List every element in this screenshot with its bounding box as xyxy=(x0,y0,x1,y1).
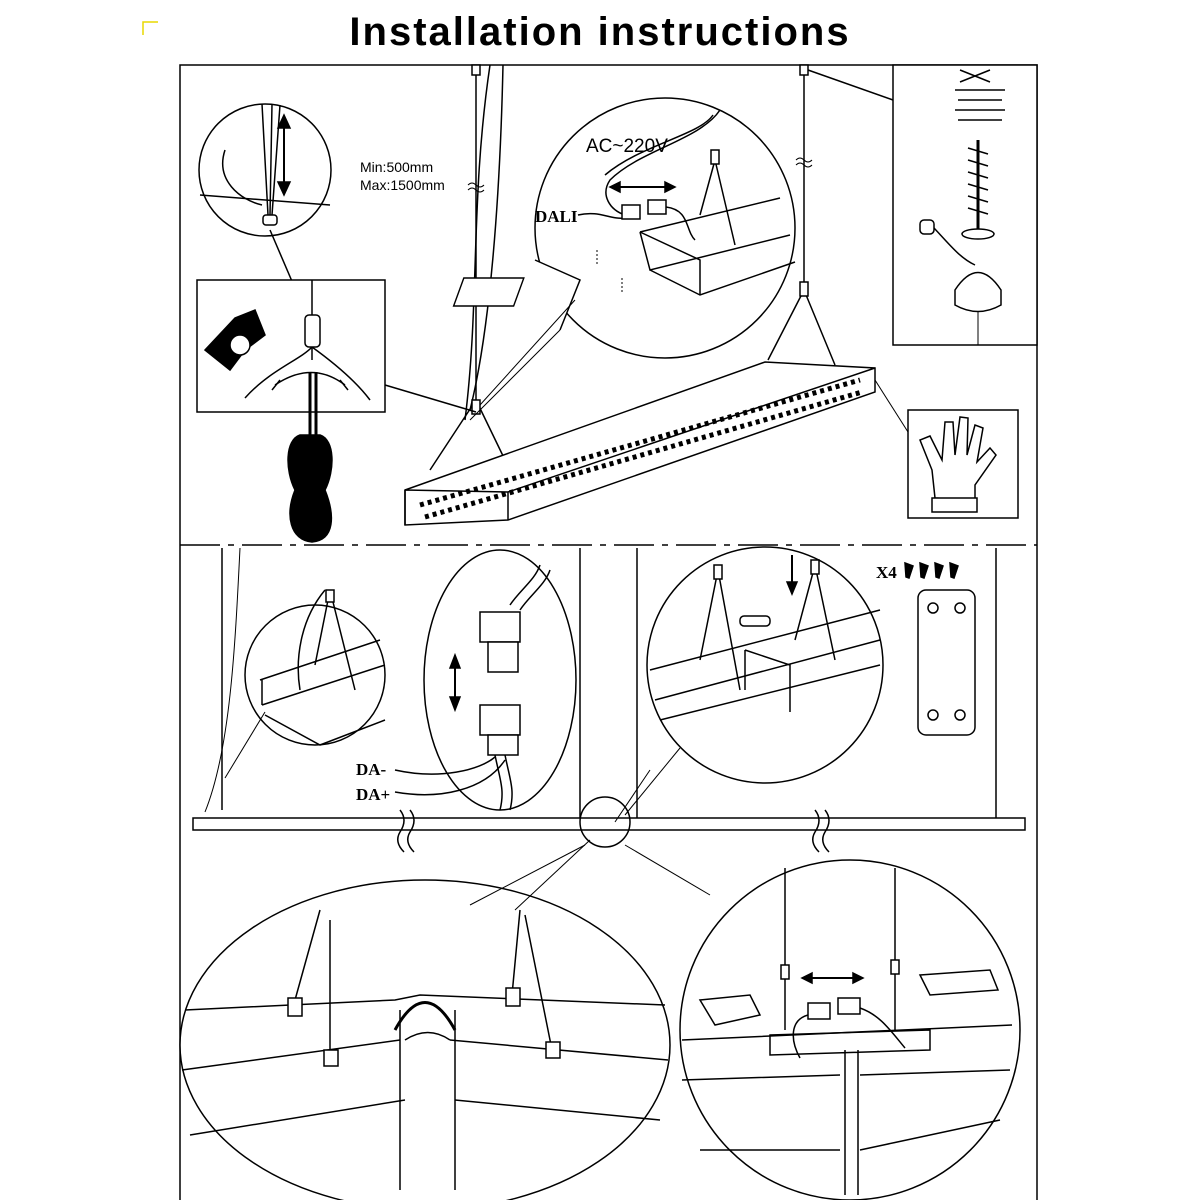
screwdriver-icon xyxy=(287,434,333,543)
connector-icon xyxy=(837,997,861,1015)
screw-kit: X4 xyxy=(876,561,976,736)
joining-plate-icon xyxy=(917,589,976,736)
cover-plate xyxy=(698,994,762,1026)
screw-icon xyxy=(904,561,959,579)
page-title: Installation instructions xyxy=(349,10,851,54)
power-label: AC~220V xyxy=(586,136,668,157)
suspension-step: Min:500mm Max:1500mm xyxy=(360,64,876,526)
joining-step xyxy=(192,547,1026,853)
joint-closeup-left xyxy=(179,839,671,1200)
luminaire-fixture xyxy=(404,361,876,526)
connector-icon xyxy=(807,1002,831,1020)
joint-highlight xyxy=(579,796,631,848)
joint-closeup-right xyxy=(624,844,1021,1200)
fixture-end-detail xyxy=(224,589,386,779)
cover-plate xyxy=(452,277,525,307)
joining-plate-detail xyxy=(614,546,884,823)
corner-mark xyxy=(142,21,158,35)
glove-detail xyxy=(874,379,1019,519)
glove-icon xyxy=(919,416,997,501)
dali-label: DALI xyxy=(535,207,578,226)
max-length-label: Max:1500mm xyxy=(360,177,445,193)
cover-plate xyxy=(918,969,1000,996)
connector-icon xyxy=(647,199,667,215)
ceiling-anchor-detail xyxy=(807,64,1038,346)
cable-cutting-detail xyxy=(196,279,477,435)
dali-connector-detail: DA- DA+ xyxy=(356,549,577,811)
da-minus-label: DA- xyxy=(356,760,387,779)
wiring-detail: AC~220V DALI xyxy=(452,97,796,421)
da-plus-label: DA+ xyxy=(356,785,390,804)
cable-adjust-detail xyxy=(198,103,332,311)
joined-luminaire xyxy=(192,817,1026,831)
connector-icon xyxy=(621,204,641,220)
diagram-frame xyxy=(179,64,1038,1200)
min-length-label: Min:500mm xyxy=(360,159,433,175)
screw-count-label: X4 xyxy=(876,563,897,582)
